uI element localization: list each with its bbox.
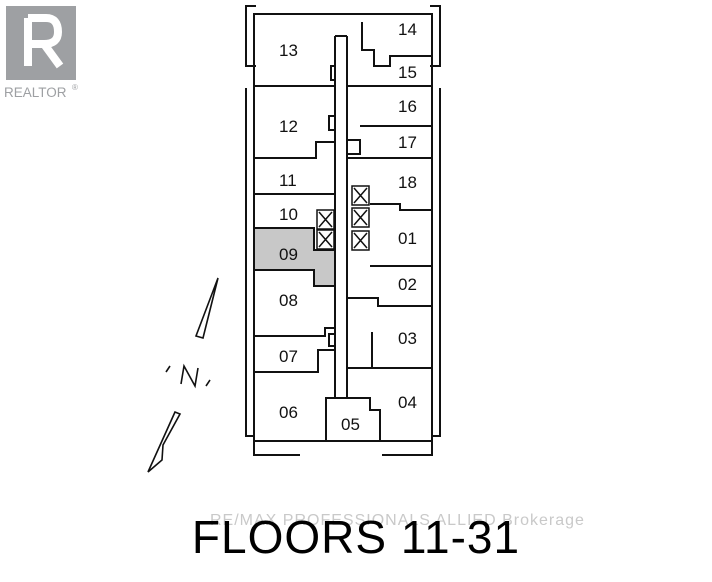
unit-label: 18: [398, 173, 417, 192]
divider-02-03: [347, 297, 432, 307]
unit-09-highlight: [253, 227, 336, 287]
unit-label: 01: [398, 229, 417, 248]
unit-05-outline: [325, 397, 381, 441]
unit-label: 08: [279, 291, 298, 310]
unit-label: 04: [398, 393, 417, 412]
divider-14-15: [361, 22, 432, 67]
unit-label: 02: [398, 275, 417, 294]
floor-plan: 13 14 15 12 16 17 11 18 10 01 09 08 02 0…: [147, 5, 441, 473]
wall-corner-nw: [245, 5, 256, 67]
elevator-bank-west: [316, 209, 335, 250]
north-arrow-icon: [147, 277, 219, 473]
realtor-logo: REALTOR ®: [4, 6, 78, 100]
realtor-registered-mark: ®: [72, 83, 78, 92]
divider-07-06: [254, 349, 335, 373]
divider-12-11: [254, 141, 335, 159]
unit-label: 05: [341, 415, 360, 434]
unit-label: 12: [279, 117, 298, 136]
unit-label: 06: [279, 403, 298, 422]
unit-label: 15: [398, 63, 417, 82]
unit-label: 17: [398, 133, 417, 152]
unit-label: 03: [398, 329, 417, 348]
unit-label: 14: [398, 20, 417, 39]
notch-07: [328, 333, 336, 347]
unit-label: 09: [279, 245, 298, 264]
notch-17: [346, 139, 361, 155]
wall-corner-ne: [430, 5, 441, 67]
divider-08-07: [254, 327, 335, 337]
elevator-bank-east: [351, 185, 370, 251]
divider-18-01: [370, 203, 432, 211]
realtor-r-glyph: [24, 14, 64, 69]
unit-label: 07: [279, 347, 298, 366]
unit-label: 11: [279, 171, 297, 190]
realtor-logo-text: REALTOR: [4, 85, 67, 100]
corridor: [334, 35, 348, 398]
brokerage-watermark: RE/MAX PROFESSIONALS ALLIED Brokerage: [210, 512, 585, 529]
floor-range-title: FLOORS 11-31: [191, 511, 521, 563]
notch-13: [330, 65, 336, 81]
unit-label: 16: [398, 97, 417, 116]
unit-label: 13: [279, 41, 298, 60]
unit-label: 10: [279, 205, 298, 224]
notch-12: [328, 115, 336, 131]
